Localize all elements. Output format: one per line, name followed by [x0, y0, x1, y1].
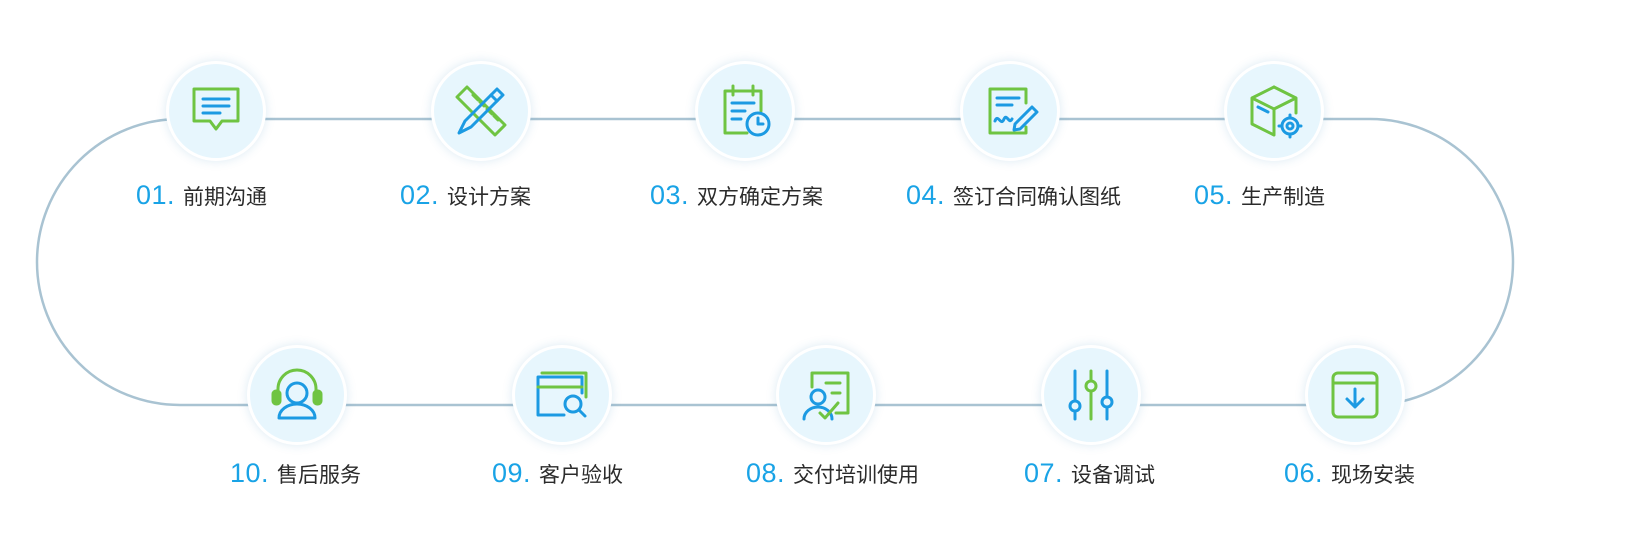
step-number: 06.: [1284, 458, 1324, 488]
step-number: 09.: [492, 458, 532, 488]
pencil-ruler-icon: [455, 85, 507, 137]
step-number: 05.: [1194, 180, 1234, 210]
download-box-icon: [1331, 371, 1379, 419]
sign-contract-icon: [988, 87, 1039, 135]
step-node-06[interactable]: [1305, 345, 1405, 445]
step-node-01[interactable]: [166, 61, 266, 161]
schedule-clock-icon: [723, 84, 771, 137]
step-title: 交付培训使用: [793, 463, 920, 487]
step-label-04: 04. 签订合同确认图纸: [906, 180, 1121, 211]
training-icon: [802, 371, 850, 421]
step-label-03: 03. 双方确定方案: [650, 180, 823, 211]
step-title: 设计方案: [447, 185, 532, 209]
step-title: 签订合同确认图纸: [953, 185, 1122, 209]
step-title: 客户验收: [539, 463, 624, 487]
step-node-08[interactable]: [776, 345, 876, 445]
step-number: 01.: [136, 180, 176, 210]
step-number: 02.: [400, 180, 440, 210]
sliders-icon: [1068, 369, 1114, 421]
box-gear-icon: [1250, 85, 1303, 139]
chat-icon: [192, 87, 240, 131]
step-node-02[interactable]: [431, 61, 531, 161]
step-label-01: 01. 前期沟通: [136, 180, 267, 211]
step-label-02: 02. 设计方案: [400, 180, 531, 211]
step-node-05[interactable]: [1224, 61, 1324, 161]
step-node-07[interactable]: [1041, 345, 1141, 445]
step-label-09: 09. 客户验收: [492, 458, 623, 489]
step-number: 10.: [230, 458, 270, 488]
step-node-10[interactable]: [247, 345, 347, 445]
step-title: 生产制造: [1241, 185, 1326, 209]
step-title: 现场安装: [1331, 463, 1416, 487]
browser-search-icon: [536, 371, 588, 418]
step-label-08: 08. 交付培训使用: [746, 458, 919, 489]
step-number: 07.: [1024, 458, 1064, 488]
step-title: 设备调试: [1071, 463, 1156, 487]
step-title: 售后服务: [277, 463, 362, 487]
step-label-07: 07. 设备调试: [1024, 458, 1155, 489]
step-number: 08.: [746, 458, 786, 488]
step-node-03[interactable]: [695, 61, 795, 161]
step-number: 04.: [906, 180, 946, 210]
step-label-06: 06. 现场安装: [1284, 458, 1415, 489]
step-node-04[interactable]: [960, 61, 1060, 161]
headset-icon: [271, 368, 323, 420]
step-label-05: 05. 生产制造: [1194, 180, 1325, 211]
step-number: 03.: [650, 180, 690, 210]
step-title: 前期沟通: [183, 185, 268, 209]
step-label-10: 10. 售后服务: [230, 458, 361, 489]
step-title: 双方确定方案: [697, 185, 824, 209]
step-node-09[interactable]: [512, 345, 612, 445]
